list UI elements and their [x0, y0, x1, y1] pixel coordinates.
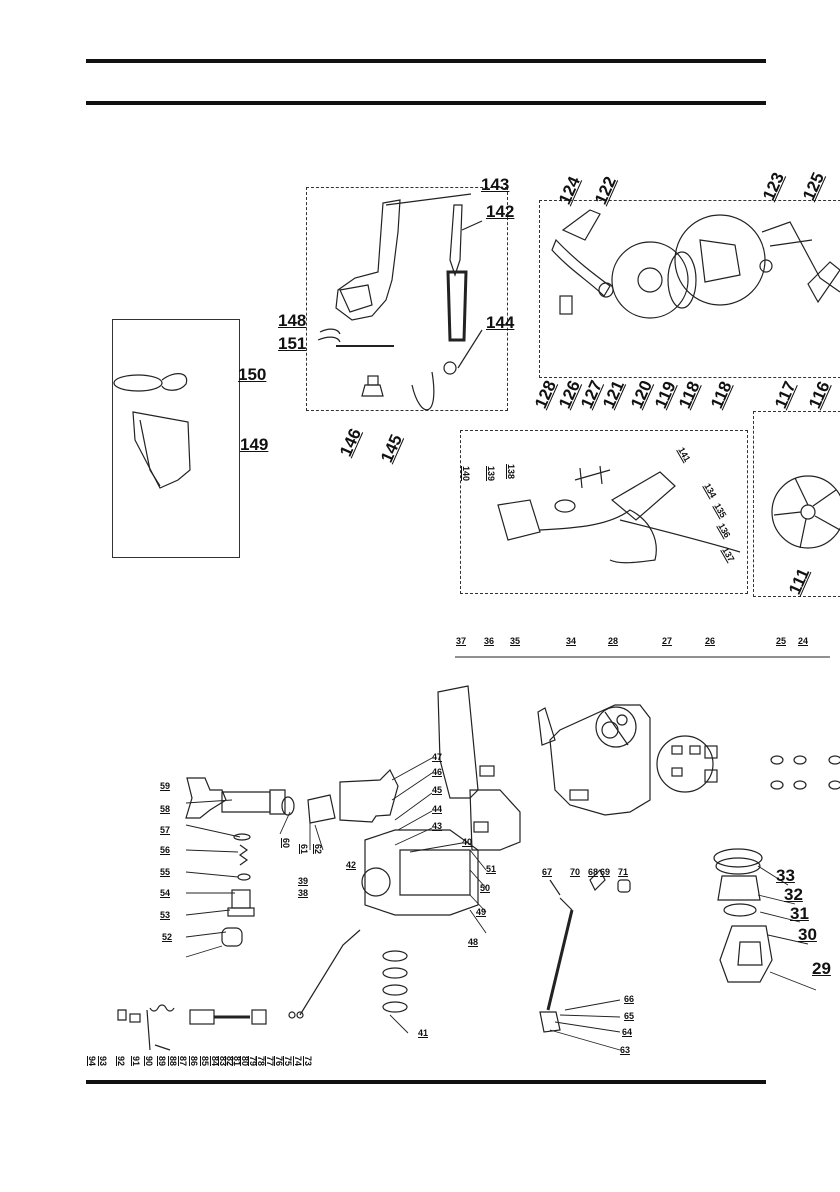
pump-manifold-drawing	[185, 685, 521, 1013]
cooling-fan-drawing	[771, 475, 840, 549]
callout-valve-85: 85	[200, 1056, 210, 1067]
callout-pump-45: 45	[432, 785, 443, 795]
callout-pump-35: 35	[510, 636, 521, 646]
callout-pump-56: 56	[160, 845, 171, 855]
callout-valve-91: 91	[131, 1056, 141, 1067]
callout-unloader-69: 69	[600, 867, 611, 877]
callout-pump-39: 39	[298, 876, 309, 886]
callout-pump-54: 54	[160, 888, 171, 898]
callout-seal-33: 33	[776, 866, 795, 885]
callout-pump-41: 41	[418, 1028, 429, 1038]
callout-pump-44: 44	[432, 804, 443, 814]
header-rule-top	[86, 59, 766, 63]
callout-bag-150: 150	[238, 365, 267, 384]
valve-row-drawing	[117, 929, 361, 1051]
callout-unloader-66: 66	[624, 994, 635, 1004]
callout-pump-37: 37	[456, 636, 467, 646]
callout-unloader-70: 70	[570, 867, 581, 877]
unloader-valve-drawing	[539, 868, 631, 1033]
callout-pump-47: 47	[432, 752, 443, 762]
callout-pump-55: 55	[160, 867, 171, 877]
callout-unloader-68: 68	[588, 867, 599, 877]
callout-unloader-64: 64	[622, 1027, 633, 1037]
callout-valve-92: 92	[116, 1056, 126, 1067]
callout-gun-148: 148	[278, 311, 307, 330]
callout-pump-61: 61	[299, 844, 309, 855]
callout-gun-151: 151	[278, 334, 307, 353]
callout-pump-62: 62	[313, 844, 323, 855]
callout-cord-138: 138	[506, 464, 516, 480]
callout-pump-42: 42	[346, 860, 357, 870]
callout-seal-29: 29	[812, 959, 831, 978]
callout-pump-26: 26	[705, 636, 716, 646]
callout-gun-144: 144	[486, 313, 515, 332]
callout-cord-139: 139	[486, 466, 496, 482]
callout-seal-32: 32	[784, 885, 803, 904]
callout-pump-58: 58	[160, 804, 171, 814]
callout-valve-94: 94	[87, 1056, 97, 1067]
callout-gun-143: 143	[481, 175, 510, 194]
callout-pump-48: 48	[468, 937, 479, 947]
callout-valve-93: 93	[98, 1056, 108, 1067]
callout-pump-24: 24	[798, 636, 809, 646]
header-rule-bottom	[86, 101, 766, 105]
callout-valve-88: 88	[168, 1056, 178, 1067]
hose-reel-drawing	[551, 209, 840, 319]
callout-valve-73: 73	[303, 1056, 313, 1067]
callout-pump-50: 50	[480, 883, 491, 893]
callout-bag-149: 149	[240, 435, 269, 454]
callout-pump-46: 46	[432, 767, 443, 777]
callout-pump-59: 59	[160, 781, 171, 791]
callout-pump-27: 27	[662, 636, 673, 646]
callout-pump-49: 49	[476, 907, 487, 917]
callout-valve-78: 78	[256, 1056, 266, 1067]
callout-pump-28: 28	[608, 636, 619, 646]
callout-pump-25: 25	[776, 636, 787, 646]
callout-valve-76: 76	[274, 1056, 284, 1067]
callout-valve-77: 77	[265, 1056, 275, 1067]
callout-pump-52: 52	[162, 932, 173, 942]
seal-stack-drawing	[713, 848, 773, 983]
frame-bag-group	[112, 319, 240, 558]
callout-cord-140: 140	[461, 466, 471, 482]
frame-cord-group	[460, 430, 748, 594]
callout-pump-34: 34	[566, 636, 577, 646]
callout-unloader-63: 63	[620, 1045, 631, 1055]
pump-head-drawing	[537, 704, 840, 816]
callout-seal-31: 31	[790, 904, 809, 923]
power-cord-drawing	[497, 465, 741, 564]
callout-seal-30: 30	[798, 925, 817, 944]
callout-valve-86: 86	[189, 1056, 199, 1067]
tool-bag-drawing	[113, 373, 191, 489]
callout-pump-57: 57	[160, 825, 171, 835]
callout-gun-142: 142	[486, 202, 515, 221]
callout-pump-53: 53	[160, 910, 171, 920]
callout-valve-87: 87	[178, 1056, 188, 1067]
callout-pump-60: 60	[281, 838, 291, 849]
callout-unloader-71: 71	[618, 867, 629, 877]
callout-valve-74: 74	[293, 1056, 303, 1067]
callout-pump-38: 38	[298, 888, 309, 898]
spray-gun-drawing	[317, 193, 483, 411]
callout-unloader-67: 67	[542, 867, 553, 877]
callout-pump-43: 43	[432, 821, 443, 831]
callout-valve-89: 89	[157, 1056, 167, 1067]
frame-fan-group	[753, 411, 840, 597]
callout-valve-75: 75	[283, 1056, 293, 1067]
leader-lines	[185, 656, 830, 1051]
callout-pump-40: 40	[462, 837, 473, 847]
footer-rule	[86, 1080, 766, 1084]
callout-unloader-65: 65	[624, 1011, 635, 1021]
callout-pump-36: 36	[484, 636, 495, 646]
frame-gun-group	[306, 187, 508, 411]
frame-reel-group	[539, 200, 840, 378]
callout-pump-51: 51	[486, 864, 497, 874]
callout-valve-90: 90	[144, 1056, 154, 1067]
